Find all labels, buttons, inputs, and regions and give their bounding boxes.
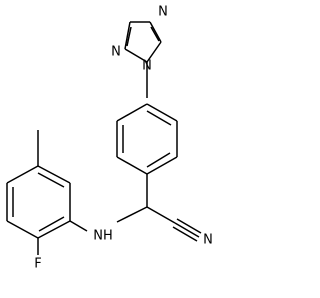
bond <box>116 103 148 122</box>
atom-label-fluorine: F <box>34 257 41 272</box>
bond <box>6 220 39 239</box>
bond <box>146 103 178 122</box>
bond <box>124 48 148 63</box>
bond <box>116 156 148 175</box>
bond <box>174 222 200 238</box>
chemical-structure-diagram: N N N NH N F <box>6 5 213 272</box>
bond <box>126 26 132 47</box>
phenyl-ring-central <box>116 103 178 175</box>
nitrile-triple-bond <box>172 218 202 242</box>
triazole-ring <box>124 21 162 63</box>
bond <box>37 220 71 239</box>
phenyl-ring-fluoro-methyl <box>6 165 71 239</box>
bond <box>146 152 171 168</box>
bond <box>116 206 148 223</box>
bond <box>146 206 176 224</box>
atom-label-triazole-n-link: N <box>142 59 152 74</box>
bond <box>150 26 160 42</box>
bond <box>172 226 198 242</box>
bond <box>37 172 65 188</box>
atom-label-triazole-n-left: N <box>111 45 121 60</box>
bond <box>124 21 131 50</box>
bond <box>149 21 162 43</box>
bond <box>146 110 172 126</box>
atom-label-amine: NH <box>93 229 113 244</box>
bond <box>146 156 178 175</box>
atom-label-triazole-n-top: N <box>158 5 168 20</box>
bond <box>176 218 202 234</box>
bond <box>38 216 65 232</box>
bond <box>37 165 71 184</box>
bond <box>69 220 88 232</box>
bond <box>146 41 162 63</box>
atom-label-nitrile-n: N <box>203 233 213 248</box>
bond <box>6 165 39 184</box>
